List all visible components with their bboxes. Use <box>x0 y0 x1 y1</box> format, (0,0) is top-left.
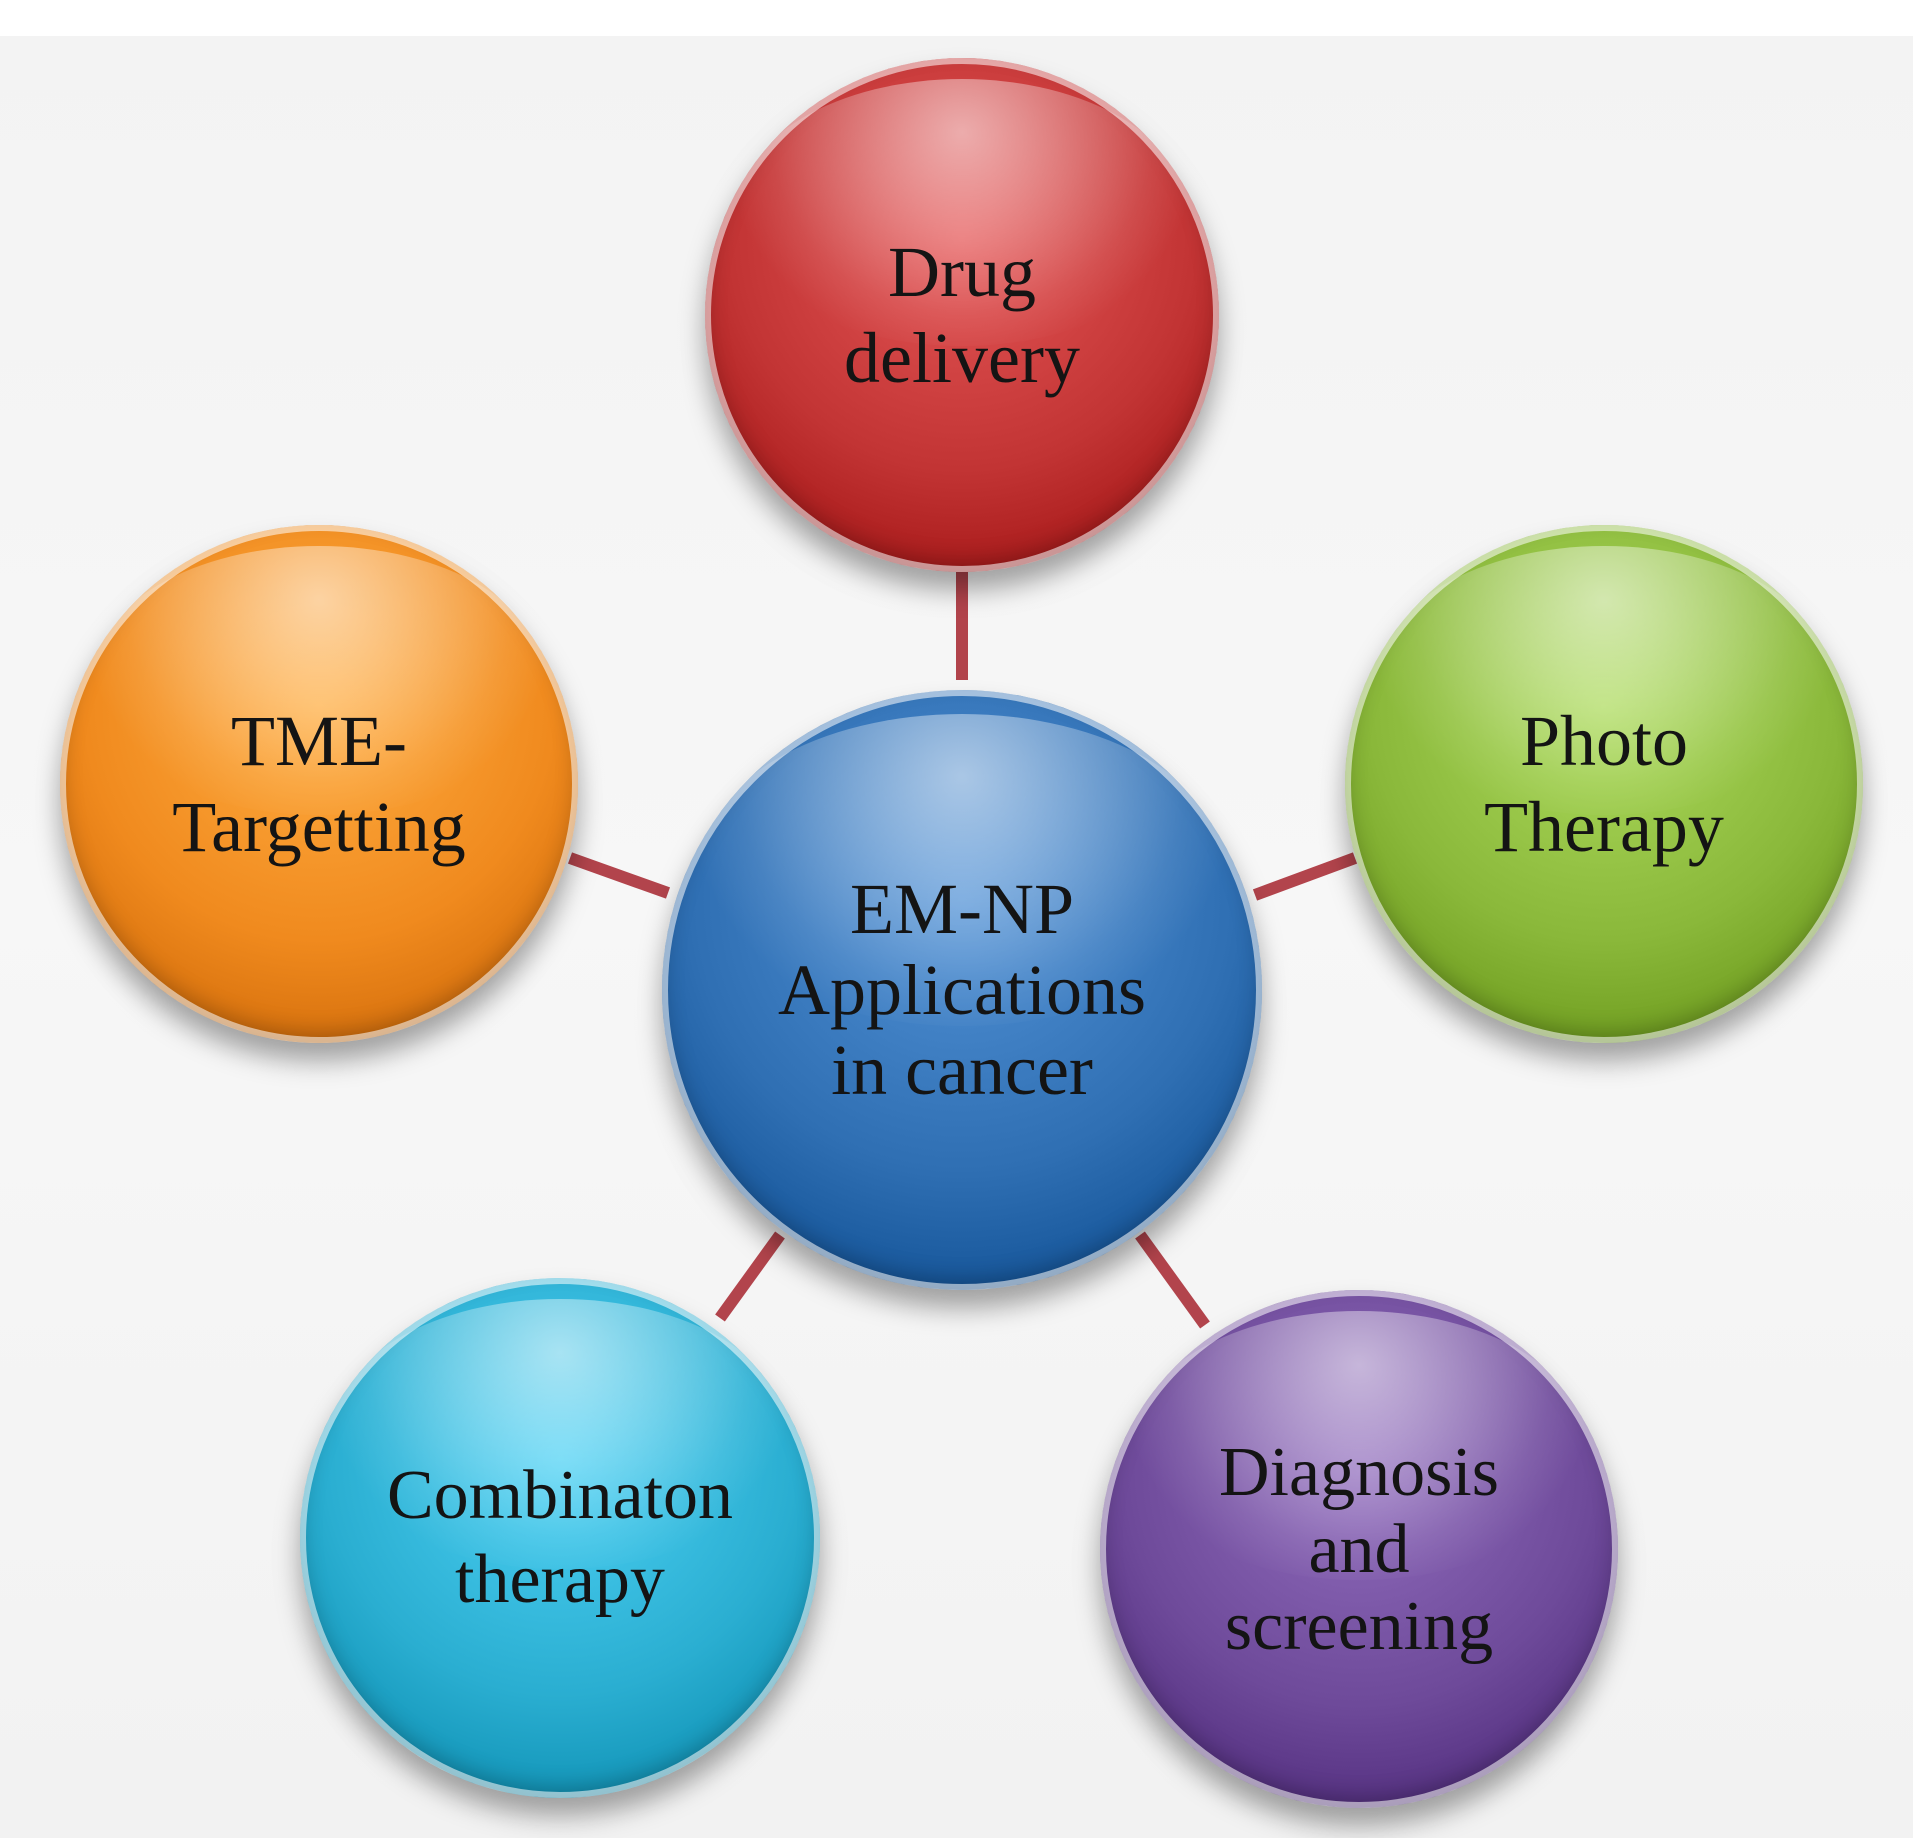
node-label-line: and <box>1308 1510 1410 1588</box>
node-diagnosis: Diagnosis and screening <box>1100 1290 1618 1808</box>
node-drug-delivery: Drug delivery <box>705 58 1219 572</box>
node-tme-label: TME- Targetting <box>172 698 466 871</box>
center-node: EM-NP Applications in cancer <box>662 690 1262 1290</box>
node-drug-delivery-label: Drug delivery <box>844 229 1080 402</box>
node-diagnosis-label: Diagnosis and screening <box>1219 1434 1499 1665</box>
node-label-line: Diagnosis <box>1219 1433 1499 1511</box>
node-label-line: Combinaton <box>386 1457 734 1534</box>
node-label-line: Therapy <box>1484 787 1724 867</box>
node-photo-therapy: Photo Therapy <box>1345 525 1863 1043</box>
node-label-line: Photo <box>1519 700 1689 781</box>
node-combination-label: Combinaton therapy <box>387 1454 733 1622</box>
node-tme: TME- Targetting <box>60 525 578 1043</box>
center-node-label: EM-NP Applications in cancer <box>778 869 1146 1111</box>
connector-diagnosis <box>1135 1231 1210 1329</box>
center-label-line: EM-NP <box>849 869 1074 950</box>
node-label-line: Drug <box>888 231 1036 312</box>
node-label-line: delivery <box>844 318 1080 398</box>
node-label-line: Targetting <box>172 787 466 867</box>
connector-photo-therapy <box>1252 852 1358 901</box>
node-label-line: screening <box>1224 1587 1494 1665</box>
connector-tme <box>567 852 671 899</box>
center-label-line: in cancer <box>831 1030 1093 1111</box>
node-label-line: therapy <box>455 1541 665 1618</box>
connector-combination <box>715 1231 785 1322</box>
node-combination: Combinaton therapy <box>300 1278 820 1798</box>
node-label-line: TME- <box>231 700 407 781</box>
node-photo-therapy-label: Photo Therapy <box>1484 698 1724 871</box>
center-label-line: Applications <box>778 949 1146 1030</box>
